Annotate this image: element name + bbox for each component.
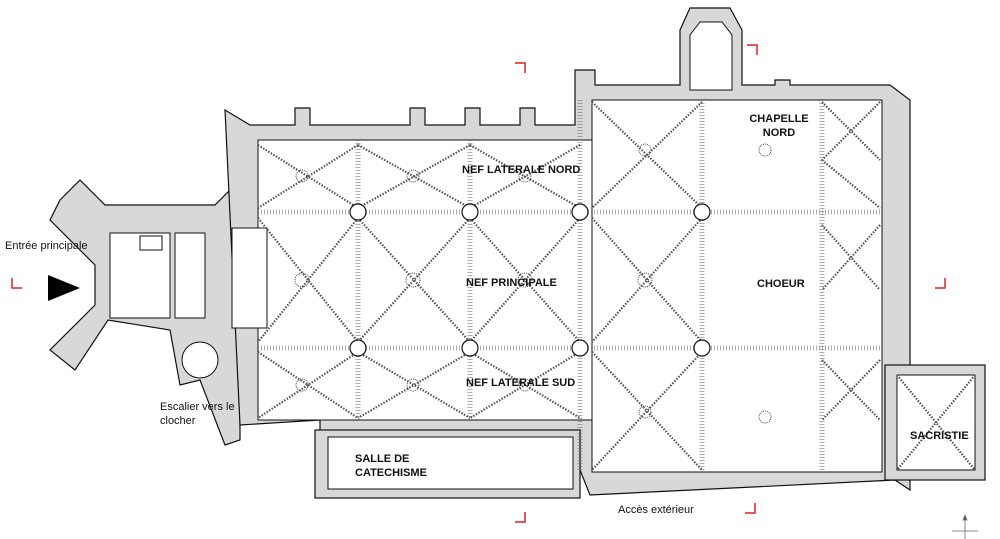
keystones (294, 143, 772, 424)
catechism-room-label: SALLE DE CATECHISME (355, 453, 427, 479)
nave-floor (257, 139, 594, 421)
section-markers (11, 44, 946, 523)
main-entrance-label: Entrée principale (5, 240, 88, 252)
vault-ribs (257, 101, 881, 471)
tower-apse (689, 21, 733, 91)
entrance-arrow-icon (48, 275, 80, 301)
pillars (349, 203, 711, 357)
east-floor (591, 99, 883, 473)
south-aisle-label: NEF LATERALE SUD (466, 377, 576, 389)
catechism-floor (327, 436, 574, 490)
nave-label: NEF PRINCIPALE (466, 277, 557, 289)
exterior-access-label: Accès extérieur (618, 504, 694, 516)
spiral-stair (181, 341, 219, 379)
narthex (231, 227, 268, 329)
north-aisle-label: NEF LATERALE NORD (462, 164, 581, 176)
vestibule (174, 232, 206, 319)
stair-steps (139, 235, 163, 251)
north-arrow-icon (952, 513, 978, 539)
choir-label: CHOEUR (757, 278, 805, 290)
vault-bands (258, 100, 880, 472)
north-chapel-label: CHAPELLE NORD (749, 113, 809, 139)
stair-label: Escalier vers le clocher (160, 401, 235, 427)
sacristy-label: SACRISTIE (910, 430, 969, 442)
